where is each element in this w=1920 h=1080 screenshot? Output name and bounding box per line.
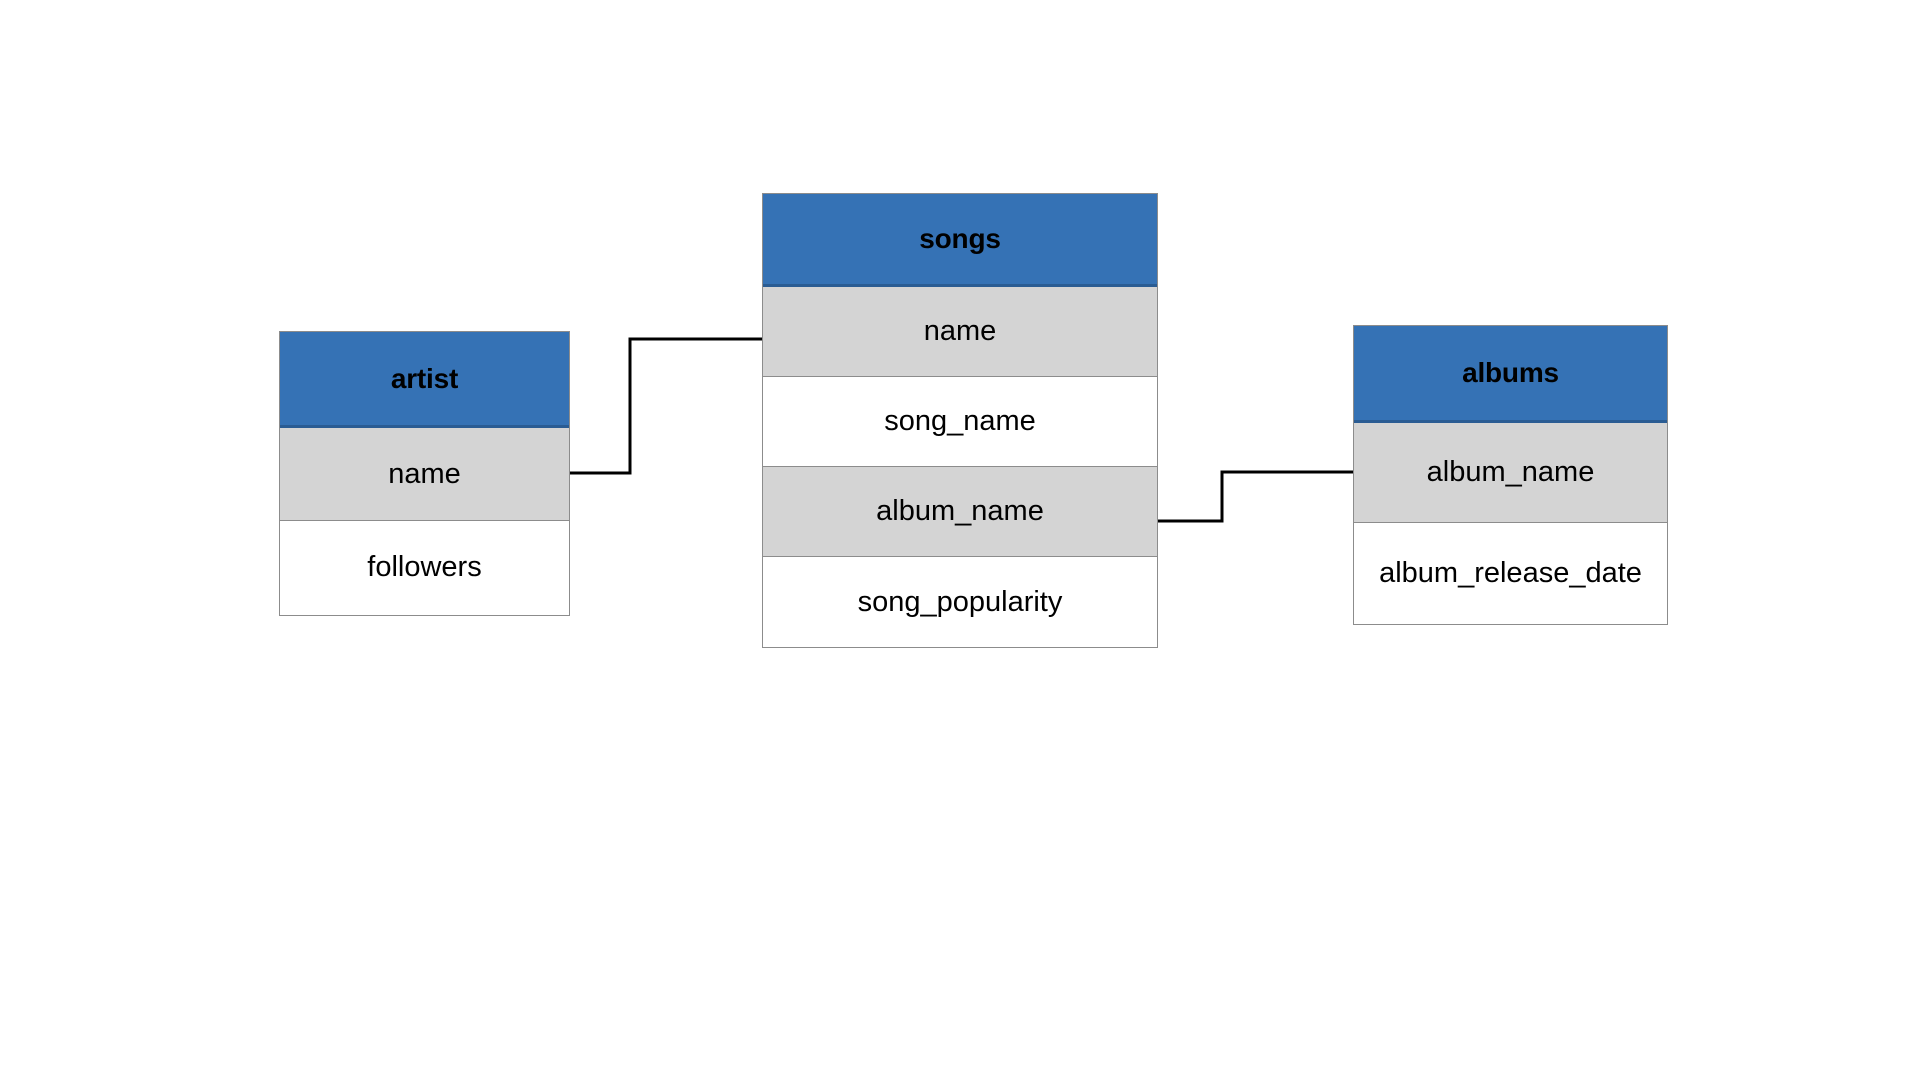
entity-songs-field-song-name[interactable]: song_name [763, 377, 1157, 467]
entity-artist[interactable]: artist name followers [279, 331, 570, 616]
entity-songs[interactable]: songs name song_name album_name song_pop… [762, 193, 1158, 648]
entity-artist-field-name[interactable]: name [280, 428, 569, 521]
entity-albums[interactable]: albums album_name album_release_date [1353, 325, 1668, 625]
connector-artist-to-songs [568, 337, 764, 475]
entity-albums-title: albums [1354, 326, 1667, 423]
entity-artist-title: artist [280, 332, 569, 428]
entity-songs-field-album-name[interactable]: album_name [763, 467, 1157, 557]
entity-songs-field-name[interactable]: name [763, 287, 1157, 377]
entity-artist-field-followers[interactable]: followers [280, 521, 569, 614]
entity-songs-field-song-popularity[interactable]: song_popularity [763, 557, 1157, 647]
entity-albums-field-album-name[interactable]: album_name [1354, 423, 1667, 523]
entity-albums-field-album-release-date[interactable]: album_release_date [1354, 523, 1667, 623]
entity-songs-title: songs [763, 194, 1157, 287]
connector-songs-to-albums [1156, 470, 1355, 523]
